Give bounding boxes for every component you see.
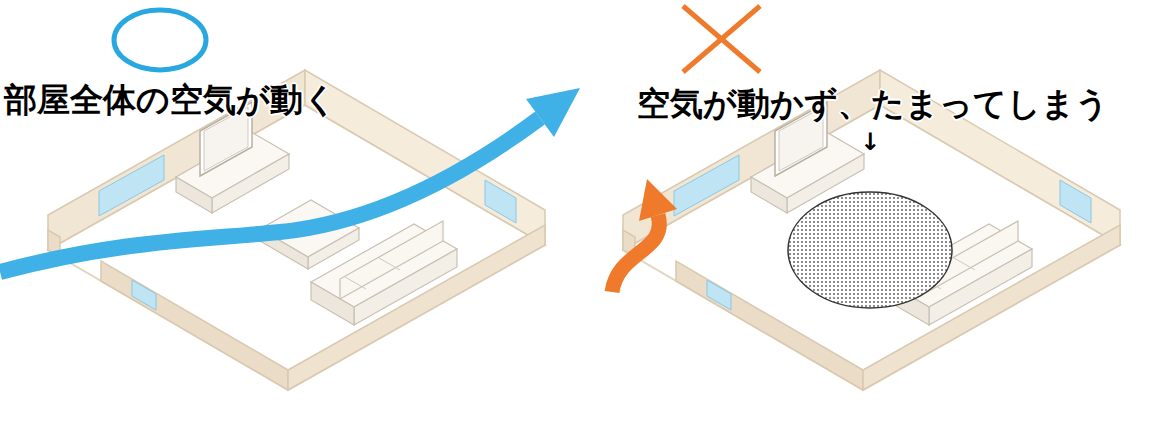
room-bad [623,70,1120,390]
airflow-arrow-bad [612,215,659,292]
caption-label: 部屋全体の空気が動く [4,80,337,120]
stagnant-air [788,192,952,308]
caption-label: 空気が動かず、たまってしまう [637,84,1109,124]
airflow-arrowhead [526,88,580,137]
bad-mark [683,6,760,72]
pointer-arrow: ↓ [860,128,880,157]
good-mark [114,10,206,70]
bad-mark [683,6,760,72]
airflow-arrow [0,118,540,272]
airflow-arrowhead-bad [639,179,677,221]
